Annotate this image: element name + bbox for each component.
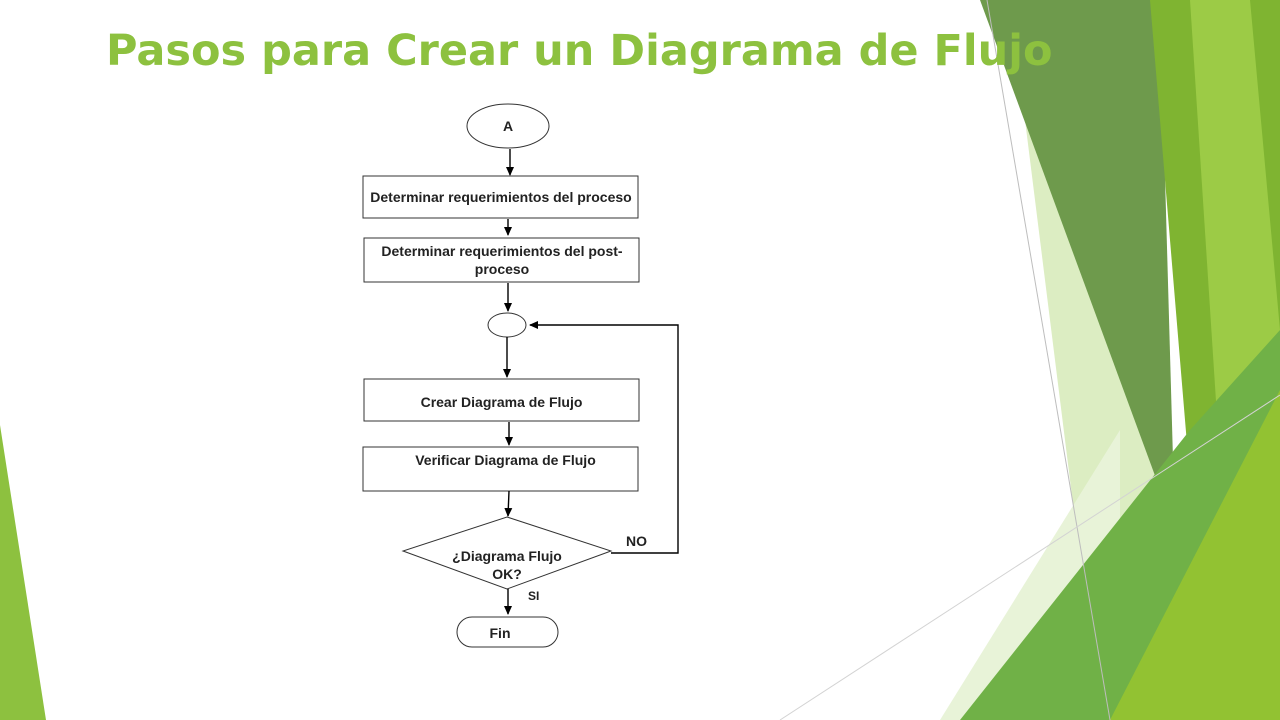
arrow-step4-to-decision [504,490,513,517]
decision-shape [401,516,613,590]
end-label: Fin [489,625,511,641]
step-1-label: Determinar requerimientos del proceso [370,189,632,205]
step-3-label: Crear Diagrama de Flujo [420,394,583,410]
step-4-box [362,446,639,492]
page-title: Pasos para Crear un Diagrama de Flujo [106,26,1053,76]
step-4-label: Verificar Diagrama de Flujo [415,452,596,468]
right-dark-shard [980,0,1175,530]
decor-line-2 [779,394,1280,720]
start-connector-shape [466,103,550,149]
yes-branch-label: SI [528,589,540,603]
step-2-label: Determinar requerimientos del post-proce… [381,243,623,277]
step-2-box [363,237,640,283]
end-terminator [456,616,559,648]
no-branch-label: NO [626,533,647,549]
start-connector-label: A [502,118,514,134]
step-3-box [363,378,640,422]
bottom-bright-shard [1110,390,1280,720]
arrow-no-loop [529,321,679,554]
merge-connector [487,312,527,338]
decor-line-1 [986,0,1111,720]
step-1-box [362,175,639,219]
left-green-strip [0,425,46,720]
decision-label: ¿Diagrama Flujo OK? [452,548,562,582]
